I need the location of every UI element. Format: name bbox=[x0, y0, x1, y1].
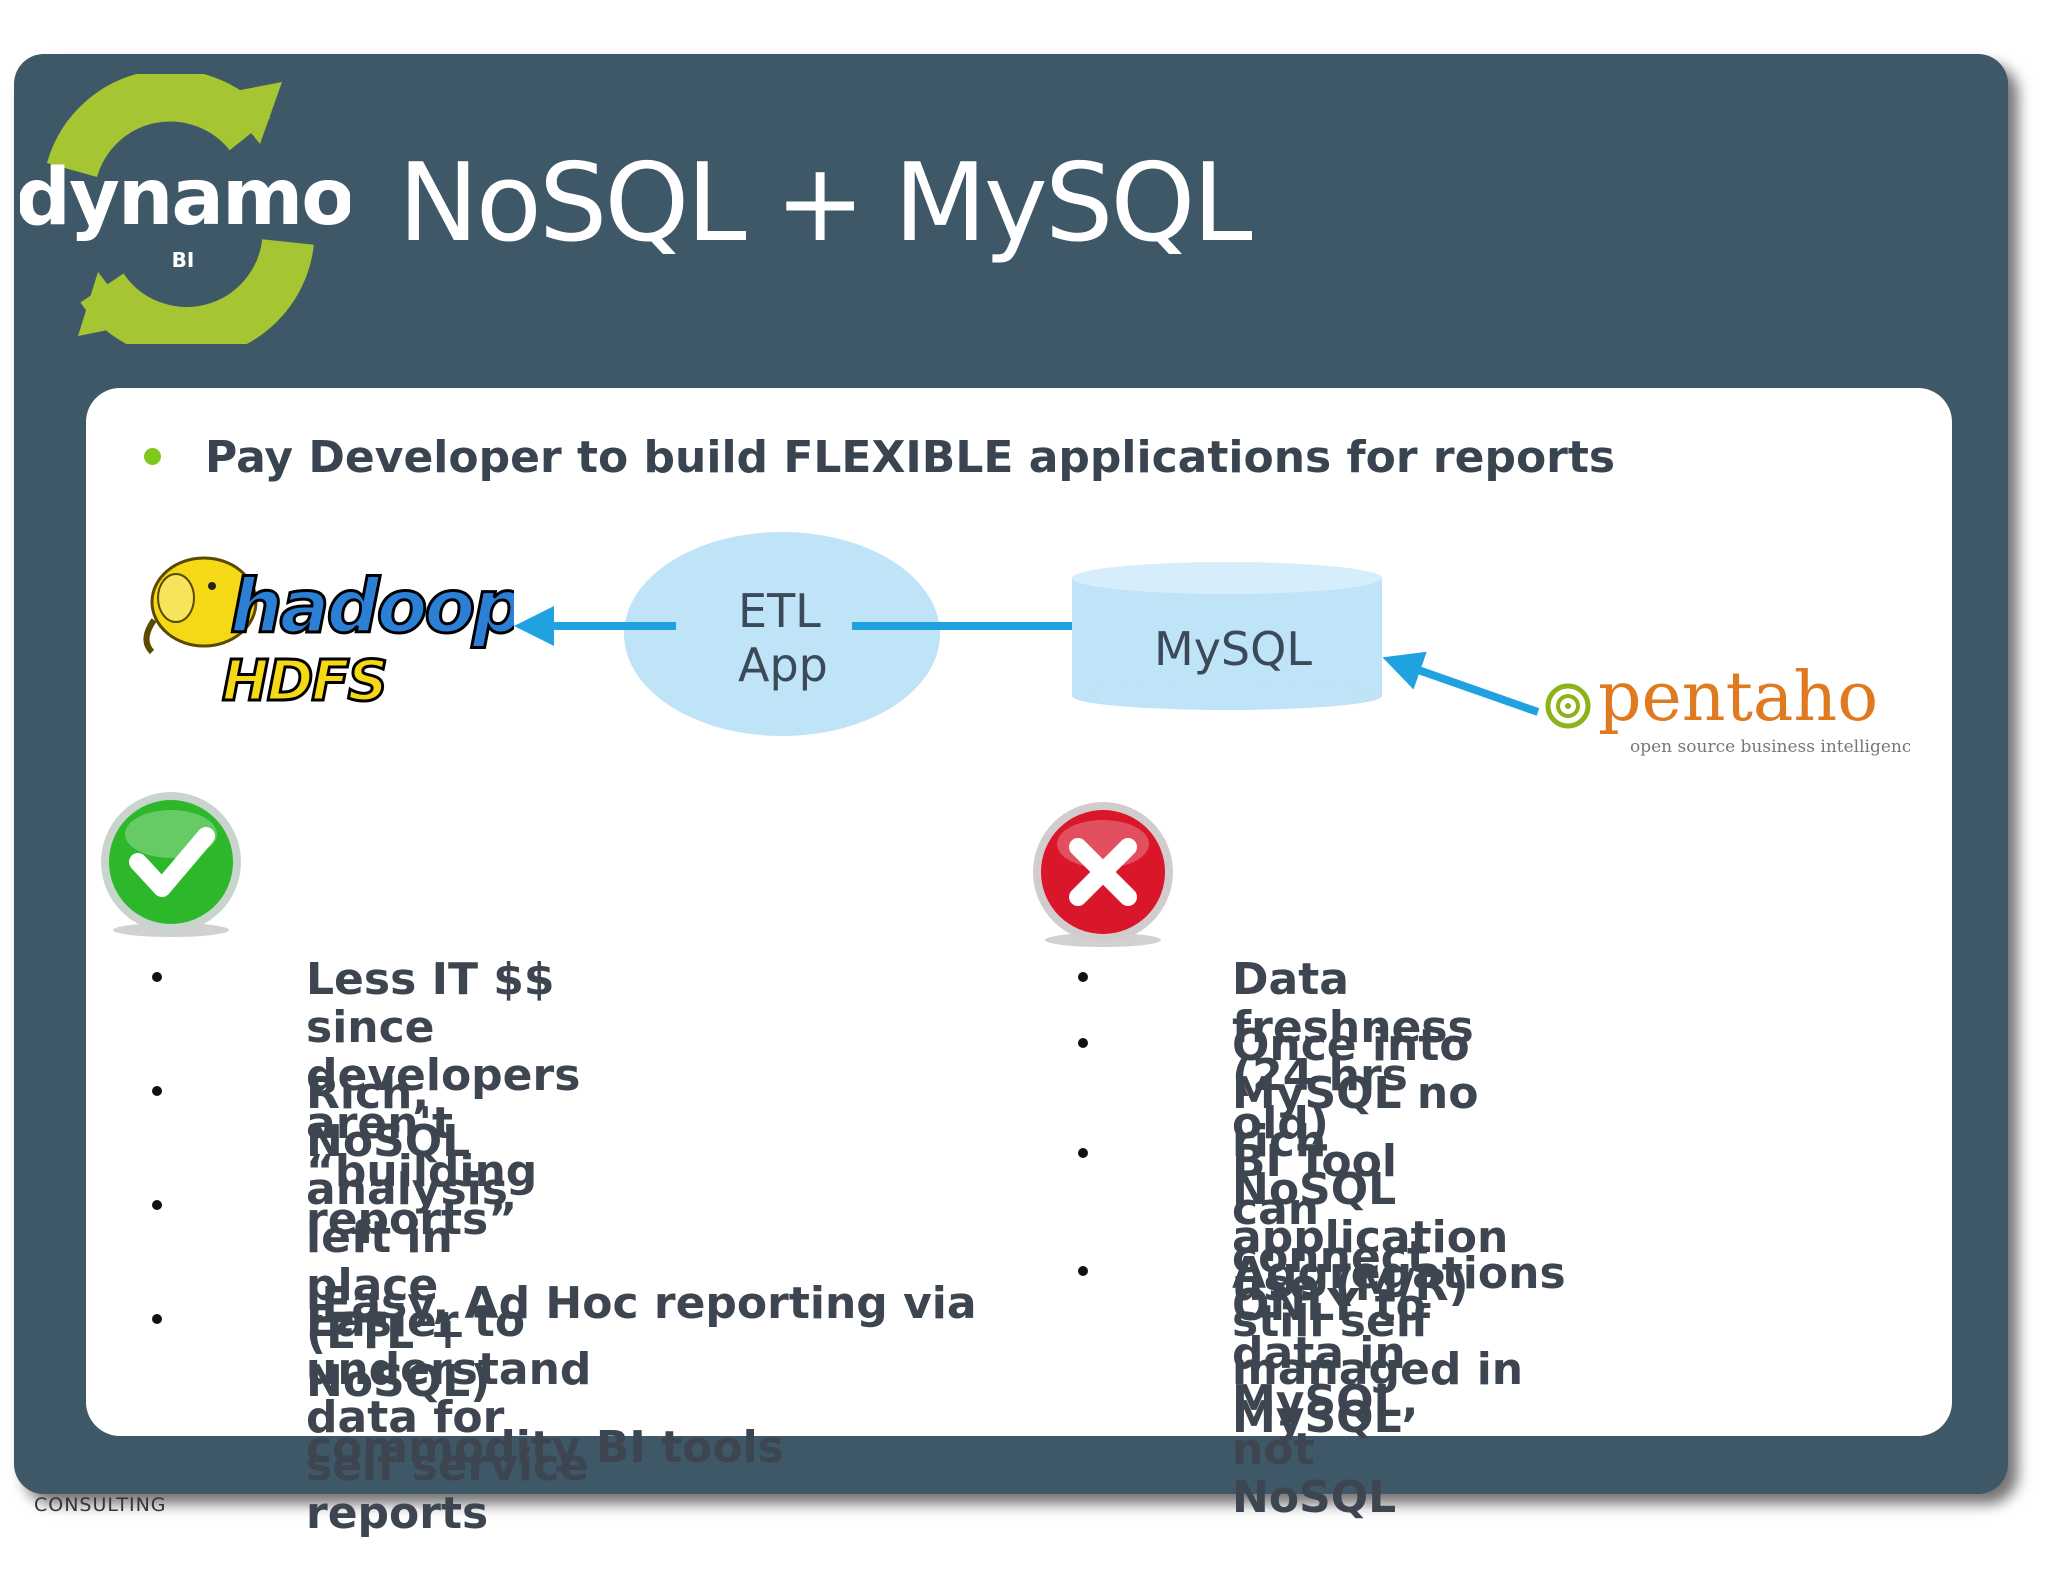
pentaho-tagline: open source business intelligence bbox=[1630, 737, 1910, 757]
intro-bullet: Pay Developer to build FLEXIBLE applicat… bbox=[144, 432, 1615, 483]
mysql-label: MySQL bbox=[1154, 622, 1312, 676]
cons-item: Data freshness (24 hrs old) bbox=[1232, 954, 1474, 1149]
bullet-dot bbox=[152, 972, 162, 982]
bullet-dot bbox=[1078, 1266, 1088, 1276]
bullet-dot bbox=[1078, 1038, 1088, 1048]
cons-item: Aggregations still self managed in MySQL bbox=[1232, 1248, 1566, 1443]
dynamo-bi-logo: dynamo BI bbox=[20, 74, 350, 344]
pros-item: Less IT $$ since developers aren't “buil… bbox=[306, 954, 581, 1245]
logo-wordmark: dynamo bbox=[20, 153, 350, 243]
intro-text: Pay Developer to build FLEXIBLE applicat… bbox=[205, 432, 1616, 483]
pros-item: Easy, Ad Hoc reporting via commodity BI … bbox=[306, 1278, 977, 1473]
mysql-cylinder bbox=[1072, 562, 1382, 710]
hadoop-wordmark: hadoop bbox=[230, 564, 514, 650]
bullet-dot bbox=[152, 1200, 162, 1210]
etl-app-label: ETL App bbox=[738, 584, 828, 692]
check-icon bbox=[101, 792, 241, 937]
bullet-dot bbox=[144, 447, 161, 465]
pentaho-wordmark: pentaho bbox=[1598, 658, 1878, 737]
slide-title: NoSQL + MySQL bbox=[398, 141, 1253, 266]
bullet-dot bbox=[152, 1086, 162, 1096]
content-panel bbox=[86, 388, 1952, 1436]
bullet-dot bbox=[1078, 972, 1088, 982]
etl-app-ellipse bbox=[624, 532, 940, 736]
bullet-dot bbox=[152, 1314, 162, 1324]
etl-label-line2: App bbox=[738, 638, 828, 692]
x-icon bbox=[1033, 802, 1173, 947]
hadoop-hdfs-logo: hadoop HDFS bbox=[143, 556, 514, 710]
logo-sub: BI bbox=[172, 248, 195, 272]
arrow-from-pentaho bbox=[1382, 651, 1540, 716]
etl-label-line1: ETL bbox=[738, 584, 821, 638]
pentaho-logo: pentaho open source business intelligenc… bbox=[1545, 658, 1910, 757]
bullet-dot bbox=[1078, 1148, 1088, 1158]
footer-label: CONSULTING bbox=[34, 1494, 167, 1516]
pros-item: Easier to understand data for self servi… bbox=[306, 1296, 592, 1539]
architecture-diagram bbox=[514, 532, 1540, 736]
cons-item: BI Tool can connect ONLY to data in MySQ… bbox=[1232, 1136, 1428, 1523]
cons-item: Once into MySQL no rich NoSQL applicatio… bbox=[1232, 1020, 1509, 1311]
pros-item: Rich, NoSQL analysis left in place (ETL … bbox=[306, 1068, 508, 1407]
hdfs-wordmark: HDFS bbox=[222, 649, 386, 710]
